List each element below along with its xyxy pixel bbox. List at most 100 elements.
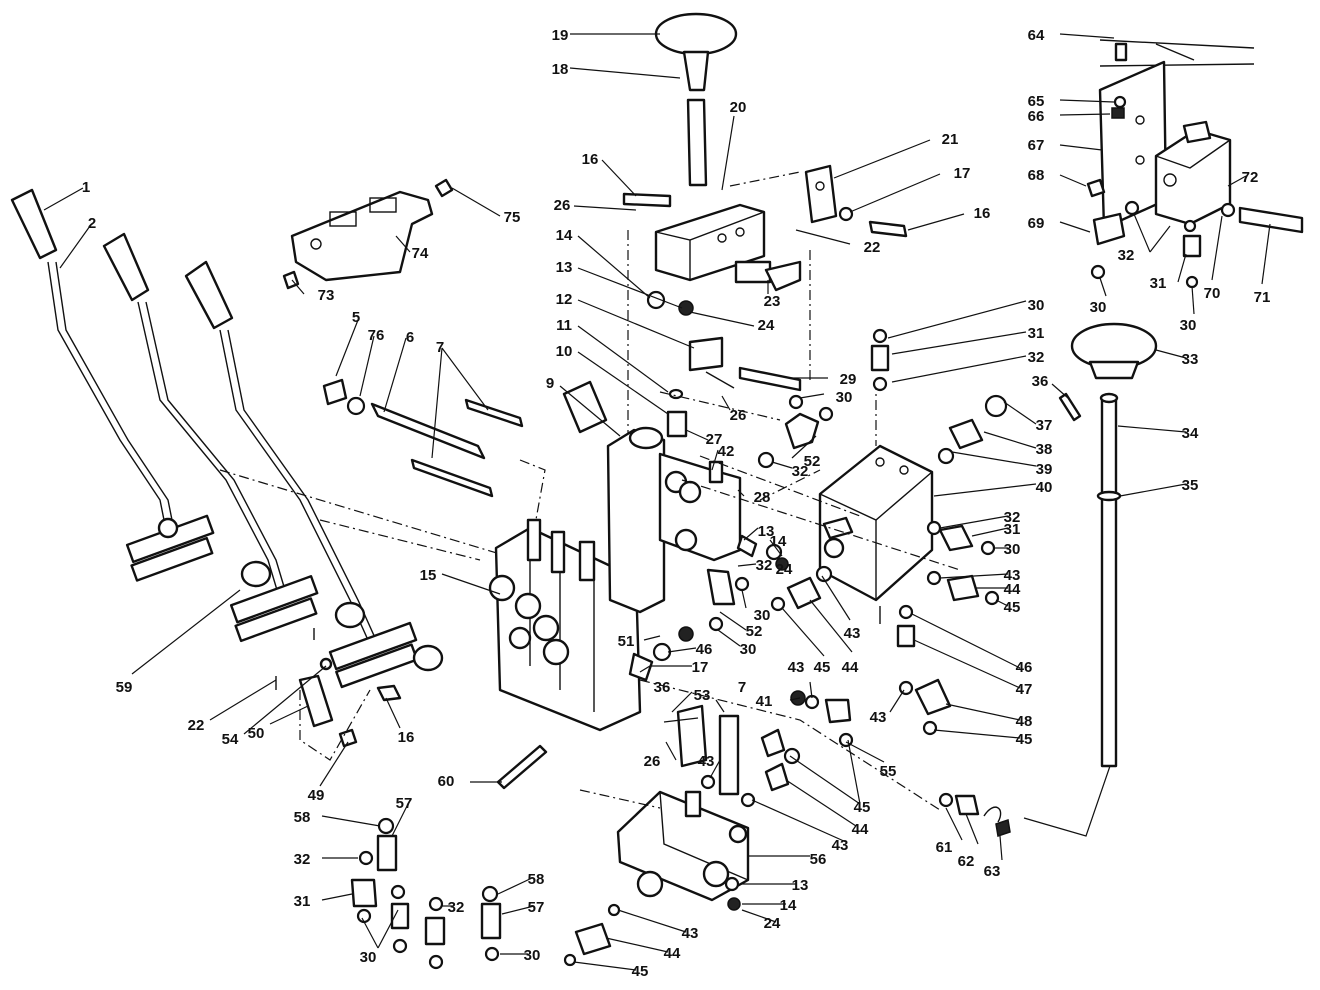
callout-45: 45	[854, 799, 871, 816]
callout-49: 49	[308, 787, 325, 804]
callout-30: 30	[836, 389, 853, 406]
callout-44: 44	[664, 945, 681, 962]
callout-23: 23	[764, 293, 781, 310]
callout-50: 50	[248, 725, 265, 742]
callout-17: 17	[692, 659, 709, 676]
callout-75: 75	[504, 209, 521, 226]
callout-15: 15	[420, 567, 437, 584]
callout-61: 61	[936, 839, 953, 856]
bracket-74	[282, 178, 454, 290]
tee-fittings	[706, 394, 834, 632]
callout-58: 58	[294, 809, 311, 826]
callout-57: 57	[396, 795, 413, 812]
callout-30: 30	[1004, 541, 1021, 558]
callout-10: 10	[556, 343, 573, 360]
callout-2: 2	[88, 215, 96, 232]
callout-52: 52	[804, 453, 821, 470]
callout-43: 43	[682, 925, 699, 942]
callout-31: 31	[1004, 521, 1021, 538]
callout-19: 19	[552, 27, 569, 44]
cap-tube	[1023, 322, 1158, 837]
callout-67: 67	[1028, 137, 1045, 154]
callout-22: 22	[864, 239, 881, 256]
callout-20: 20	[730, 99, 747, 116]
callout-6: 6	[406, 329, 414, 346]
callout-52: 52	[746, 623, 763, 640]
callout-13: 13	[792, 877, 809, 894]
callout-30: 30	[1028, 297, 1045, 314]
callout-29: 29	[840, 371, 857, 388]
callout-39: 39	[1036, 461, 1053, 478]
callout-37: 37	[1036, 417, 1053, 434]
callout-45: 45	[632, 963, 649, 980]
callout-26: 26	[730, 407, 747, 424]
construction-lines	[579, 250, 961, 811]
callout-62: 62	[958, 853, 975, 870]
callout-22: 22	[188, 717, 205, 734]
callout-13: 13	[556, 259, 573, 276]
callout-32: 32	[1004, 509, 1021, 526]
valve-56	[563, 704, 801, 967]
callout-44: 44	[1004, 581, 1021, 598]
callout-55: 55	[880, 763, 897, 780]
callout-32: 32	[1028, 349, 1045, 366]
callout-44: 44	[852, 821, 869, 838]
callout-38: 38	[1036, 441, 1053, 458]
callout-56: 56	[810, 851, 827, 868]
callout-43: 43	[698, 753, 715, 770]
callout-66: 66	[1028, 108, 1045, 125]
callout-46: 46	[696, 641, 713, 658]
callout-9: 9	[546, 375, 554, 392]
callout-16: 16	[582, 151, 599, 168]
callout-31: 31	[294, 893, 311, 910]
callout-18: 18	[552, 61, 569, 78]
callout-32: 32	[792, 463, 809, 480]
callout-14: 14	[770, 533, 787, 550]
callout-21: 21	[942, 131, 959, 148]
mount-plate	[1086, 39, 1304, 289]
callout-74: 74	[412, 245, 429, 262]
callout-12: 12	[556, 291, 573, 308]
callout-43: 43	[870, 709, 887, 726]
callout-24: 24	[776, 561, 793, 578]
callout-58: 58	[528, 871, 545, 888]
callout-43: 43	[1004, 567, 1021, 584]
callout-7: 7	[436, 339, 444, 356]
callout-7: 7	[738, 679, 746, 696]
callout-73: 73	[318, 287, 335, 304]
callout-44: 44	[842, 659, 859, 676]
callout-11: 11	[556, 317, 572, 334]
block-20	[622, 192, 802, 520]
callout-30: 30	[524, 947, 541, 964]
control-levers	[10, 188, 444, 761]
callout-32: 32	[448, 899, 465, 916]
callout-64: 64	[1028, 27, 1045, 44]
callout-30: 30	[754, 607, 771, 624]
callout-45: 45	[1004, 599, 1021, 616]
callout-65: 65	[1028, 93, 1045, 110]
callout-43: 43	[832, 837, 849, 854]
callout-36: 36	[1032, 373, 1049, 390]
callout-47: 47	[1016, 681, 1033, 698]
callout-17: 17	[954, 165, 971, 182]
callout-45: 45	[1016, 731, 1033, 748]
callout-68: 68	[1028, 167, 1045, 184]
callout-30: 30	[1180, 317, 1197, 334]
callout-33: 33	[1182, 351, 1199, 368]
callout-72: 72	[1242, 169, 1259, 186]
callout-5: 5	[352, 309, 360, 326]
callout-14: 14	[556, 227, 573, 244]
callout-30: 30	[1090, 299, 1107, 316]
callout-43: 43	[844, 625, 861, 642]
callout-24: 24	[758, 317, 775, 334]
callout-31: 31	[1028, 325, 1045, 342]
callout-40: 40	[1036, 479, 1053, 496]
callout-42: 42	[718, 443, 735, 460]
callout-35: 35	[1182, 477, 1199, 494]
callout-32: 32	[756, 557, 773, 574]
callout-31: 31	[1150, 275, 1167, 292]
callout-28: 28	[754, 489, 771, 506]
